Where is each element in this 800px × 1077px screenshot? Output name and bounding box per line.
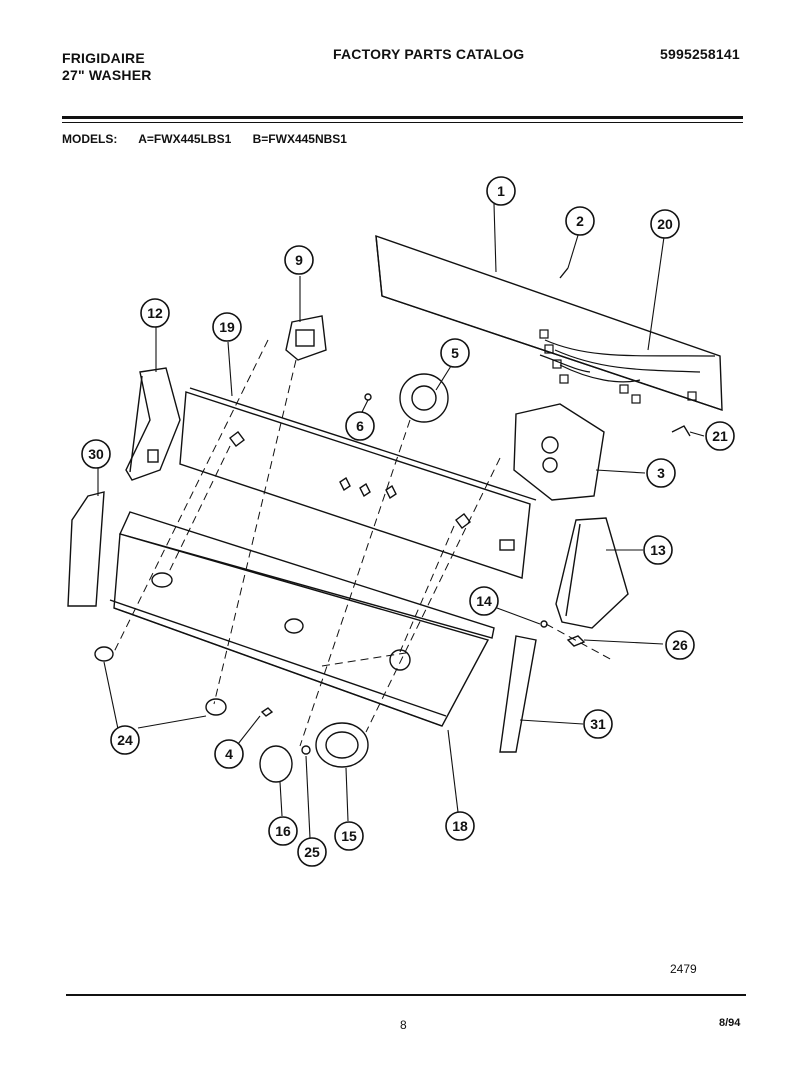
catalog-date: 8/94 [719,1017,741,1029]
model-b: B=FWX445NBS1 [252,132,347,146]
catalog-title: FACTORY PARTS CATALOG [333,46,525,62]
switch-9 [285,315,327,361]
timer-5 [399,373,449,423]
header-rule [62,116,743,119]
control-panel-19 [179,387,537,579]
callout-label: 18 [452,818,468,834]
callout-12: 12 [140,298,170,328]
leader-lines [97,203,705,839]
callout-label: 21 [712,428,728,444]
callout-label: 3 [657,465,665,481]
washer-25 [301,745,311,755]
callout-label: 20 [657,216,673,232]
callout-label: 12 [147,305,163,321]
callout-label: 2 [576,213,584,229]
callout-label: 15 [341,828,357,844]
callout-label: 13 [650,542,666,558]
callout-18: 18 [445,811,475,841]
callout-label: 5 [451,345,459,361]
spring-4 [260,707,274,717]
dial-15 [315,722,369,768]
screw-2 [559,267,569,279]
callout-label: 1 [497,183,505,199]
screw-6 [364,393,372,401]
header-rule-thin [62,122,743,123]
callout-6: 6 [345,411,375,441]
callout-label: 24 [117,732,133,748]
callout-13: 13 [643,535,673,565]
callout-1: 1 [486,176,516,206]
drawing-number: 2479 [670,962,697,976]
catalog-part-number: 5995258141 [660,46,740,62]
trim-31 [499,635,537,753]
callout-label: 14 [476,593,492,609]
knob-16 [259,745,293,783]
callout-24: 24 [110,725,140,755]
callout-3: 3 [646,458,676,488]
callout-15: 15 [334,821,364,851]
callout-label: 30 [88,446,104,462]
wiring-harness [539,329,716,404]
callout-label: 25 [304,844,320,860]
callout-label: 6 [356,418,364,434]
callout-2: 2 [565,206,595,236]
page-number: 8 [400,1018,407,1032]
alignment-lines [113,339,613,747]
brand-name: FRIGIDAIRE [62,50,145,66]
product-name: 27" WASHER [62,67,152,83]
footer-rule [66,994,746,996]
callout-14: 14 [469,586,499,616]
callout-20: 20 [650,209,680,239]
model-a: A=FWX445LBS1 [138,132,232,146]
callout-label: 16 [275,823,291,839]
knob-24a [94,646,114,662]
selector-switch-3 [513,403,605,501]
clip-26 [566,635,586,647]
callout-9: 9 [284,245,314,275]
callout-5: 5 [440,338,470,368]
callout-30: 30 [81,439,111,469]
models-label: MODELS: [62,132,118,146]
callout-label: 26 [672,637,688,653]
callout-label: 9 [295,252,303,268]
callout-label: 31 [590,716,606,732]
clip-21 [671,425,691,437]
callout-21: 21 [705,421,735,451]
callout-label: 4 [225,746,233,762]
callout-25: 25 [297,837,327,867]
models-line: MODELS: A=FWX445LBS1 B=FWX445NBS1 [62,132,365,146]
end-cap-13 [555,517,629,629]
callout-4: 4 [214,739,244,769]
callout-16: 16 [268,816,298,846]
end-bracket-left [125,367,181,481]
front-console-18 [109,511,495,727]
callout-26: 26 [665,630,695,660]
knob-24b [205,698,227,716]
callout-19: 19 [212,312,242,342]
end-cap-30 [67,491,105,607]
callout-label: 19 [219,319,235,335]
callout-31: 31 [583,709,613,739]
